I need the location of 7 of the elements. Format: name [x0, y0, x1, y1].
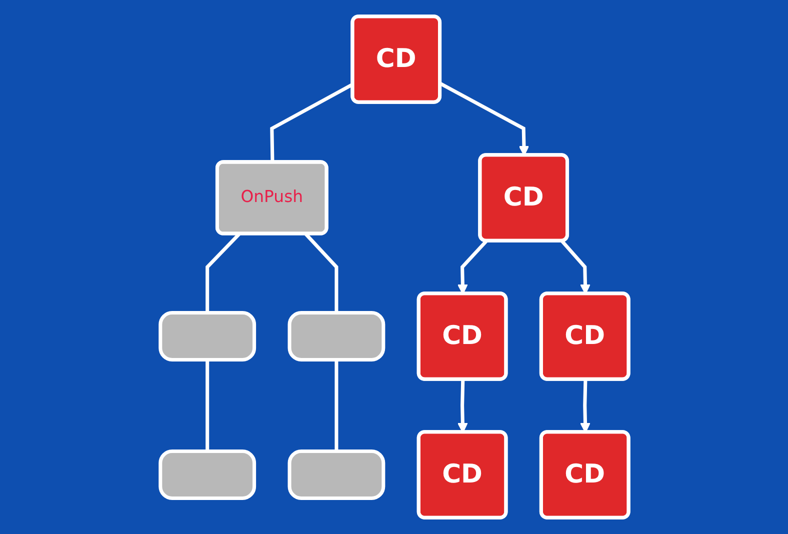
node-box [158, 311, 256, 362]
node-box [287, 450, 385, 500]
connector [205, 360, 209, 452]
connector [270, 82, 354, 163]
connector [334, 360, 338, 452]
node-box [287, 311, 385, 362]
node-box [158, 450, 256, 500]
